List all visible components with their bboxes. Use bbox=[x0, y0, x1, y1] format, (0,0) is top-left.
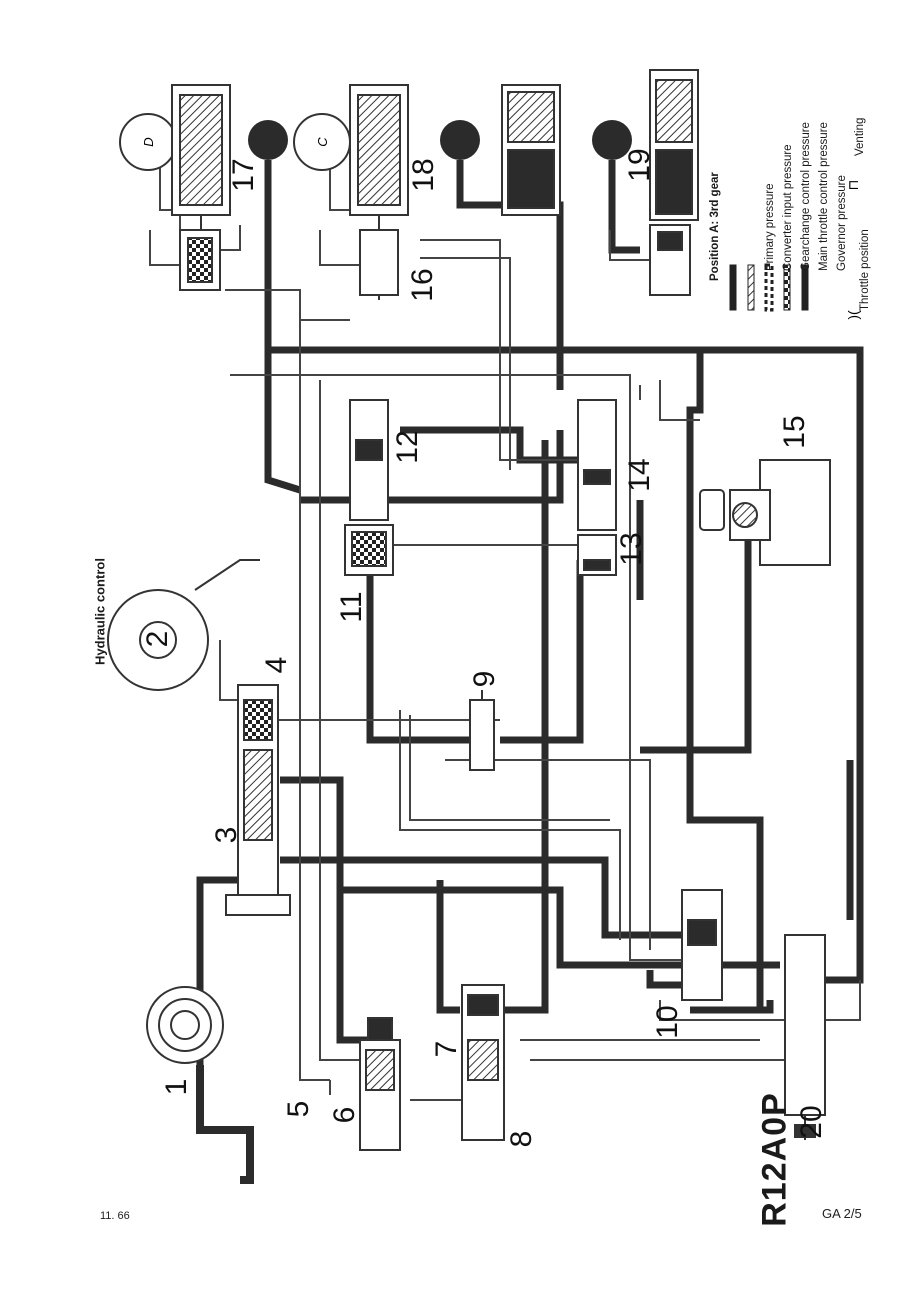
legend-item-primary: Primary pressure bbox=[764, 183, 776, 271]
gauge-c-label: C bbox=[315, 137, 330, 147]
valve-10 bbox=[681, 889, 723, 1001]
servo-cylinder-17 bbox=[171, 84, 231, 235]
part-number-20: 20 bbox=[795, 1105, 828, 1139]
valve-7-8 bbox=[461, 984, 505, 1141]
valve-19 bbox=[649, 224, 691, 296]
part-number-2: 2 bbox=[141, 630, 174, 648]
manual-valve-20 bbox=[784, 934, 826, 1140]
valve-14 bbox=[577, 399, 617, 531]
accumulator-ball-17 bbox=[248, 120, 288, 160]
torque-converter-1 bbox=[146, 986, 224, 1064]
legend-venting: Venting bbox=[854, 117, 866, 156]
valve-11 bbox=[344, 524, 394, 576]
servo-cylinder-18 bbox=[349, 84, 409, 235]
venting-symbol: ⊓ bbox=[845, 180, 861, 191]
gauge-c: C bbox=[293, 113, 351, 171]
part-number-9: 9 bbox=[468, 670, 501, 688]
legend-throttle-position: Throttle position bbox=[859, 229, 871, 311]
part-number-18: 18 bbox=[407, 158, 440, 192]
part-number-3: 3 bbox=[210, 826, 243, 844]
part-number-14: 14 bbox=[623, 458, 656, 492]
gauge-d: D bbox=[119, 113, 177, 171]
legend-item-main-throttle: Main throttle control pressure bbox=[818, 122, 830, 271]
part-number-16: 16 bbox=[406, 268, 439, 302]
valve-13 bbox=[577, 534, 617, 576]
valve-9 bbox=[469, 690, 495, 771]
accumulator-ball-18 bbox=[440, 120, 480, 160]
legend-swatches bbox=[729, 263, 809, 312]
valve-12 bbox=[349, 399, 389, 521]
legend-item-converter: Converter input pressure bbox=[782, 144, 794, 271]
servo-cylinder-upper bbox=[501, 84, 561, 216]
part-number-4: 4 bbox=[260, 656, 293, 674]
part-number-11: 11 bbox=[335, 591, 368, 623]
model-code: R12A0P bbox=[755, 1092, 794, 1227]
sump-outlet bbox=[196, 1065, 254, 1184]
accumulator-ball-19 bbox=[592, 120, 632, 160]
throttle-position-symbol: )( bbox=[845, 310, 861, 320]
part-number-13: 13 bbox=[615, 532, 648, 566]
servo-cylinder-19 bbox=[649, 69, 699, 221]
part-number-17: 17 bbox=[227, 158, 260, 192]
footer-date: 11. 66 bbox=[100, 1210, 130, 1222]
valve-16 bbox=[359, 229, 399, 300]
legend-title: Position A: 3rd gear bbox=[709, 172, 721, 281]
pump-2 bbox=[107, 559, 260, 691]
gauge-d-label: D bbox=[141, 137, 156, 146]
legend-item-gearchange: Gearchange control pressure bbox=[800, 122, 812, 271]
valve-17 bbox=[179, 229, 221, 291]
part-number-5: 5 bbox=[282, 1100, 315, 1118]
part-number-7: 7 bbox=[430, 1040, 463, 1058]
part-number-8: 8 bbox=[505, 1130, 538, 1148]
part-number-12: 12 bbox=[391, 430, 424, 464]
governor-15 bbox=[699, 459, 831, 566]
diagram-title: Hydraulic control bbox=[92, 558, 108, 665]
footer-page-ref: GA 2/5 bbox=[822, 1206, 862, 1221]
legend-item-governor: Governor pressure bbox=[836, 175, 848, 271]
part-number-15: 15 bbox=[778, 415, 811, 449]
part-number-19: 19 bbox=[623, 148, 656, 182]
control-pressure-lines bbox=[149, 155, 861, 1101]
valve-5-6 bbox=[359, 1017, 401, 1151]
regulator-valve-3-4 bbox=[225, 684, 291, 916]
part-number-6: 6 bbox=[328, 1106, 361, 1124]
part-number-1: 1 bbox=[160, 1078, 193, 1096]
part-number-10: 10 bbox=[651, 1005, 684, 1039]
